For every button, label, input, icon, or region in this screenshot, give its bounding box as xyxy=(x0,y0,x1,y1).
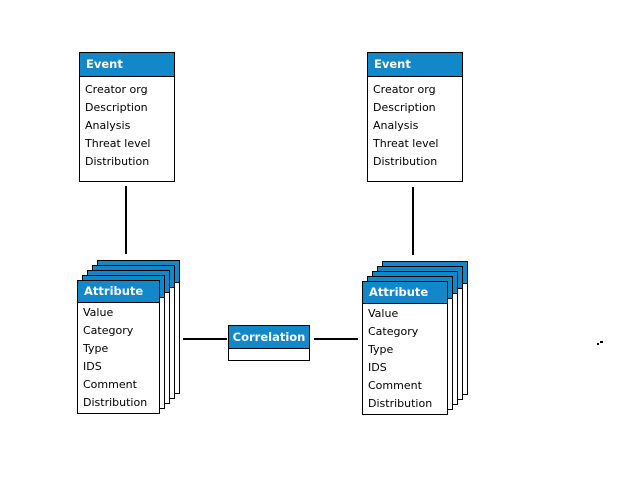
event-field: Threat level xyxy=(373,136,439,150)
attribute-card-left: Attribute Value Category Type IDS Commen… xyxy=(77,280,160,414)
connector-attribute-correlation-left xyxy=(183,338,227,340)
event-entity-right: Event Creator org Description Analysis T… xyxy=(367,52,463,182)
attribute-field: Value xyxy=(83,305,114,319)
attribute-field: Type xyxy=(368,342,394,356)
attribute-field: Value xyxy=(368,306,399,320)
connector-event-attribute-right xyxy=(412,187,414,255)
correlation-title: Correlation xyxy=(232,329,306,344)
attribute-right-body: Value Category Type IDS Comment Distribu… xyxy=(363,304,447,413)
attribute-field: Distribution xyxy=(368,396,433,410)
event-field: Analysis xyxy=(85,118,131,132)
event-field: Description xyxy=(373,100,436,114)
event-field: Description xyxy=(85,100,148,114)
attribute-left-header: Attribute xyxy=(78,281,159,303)
attribute-field: Comment xyxy=(368,378,422,392)
event-right-body: Creator org Description Analysis Threat … xyxy=(368,77,462,171)
attribute-field: Category xyxy=(368,324,419,338)
attribute-field: Category xyxy=(83,323,134,337)
attribute-left-body: Value Category Type IDS Comment Distribu… xyxy=(78,303,159,412)
attribute-right-title: Attribute xyxy=(369,285,429,300)
attribute-right-header: Attribute xyxy=(363,282,447,304)
event-right-header: Event xyxy=(368,53,462,77)
attribute-field: Distribution xyxy=(83,395,148,409)
event-field: Distribution xyxy=(85,154,150,168)
event-left-header: Event xyxy=(80,53,174,77)
attribute-left-title: Attribute xyxy=(84,284,144,299)
correlation-box: Correlation xyxy=(228,325,310,361)
attribute-field: Type xyxy=(83,341,109,355)
event-left-title: Event xyxy=(86,57,123,72)
event-field: Creator org xyxy=(373,82,436,96)
connector-attribute-correlation-right xyxy=(314,338,358,340)
event-entity-left: Event Creator org Description Analysis T… xyxy=(79,52,175,182)
attribute-card-right: Attribute Value Category Type IDS Commen… xyxy=(362,281,448,415)
correlation-body xyxy=(229,349,309,360)
attribute-field: IDS xyxy=(368,360,387,374)
event-field: Distribution xyxy=(373,154,438,168)
attribute-field: Comment xyxy=(83,377,137,391)
event-left-body: Creator org Description Analysis Threat … xyxy=(80,77,174,171)
event-right-title: Event xyxy=(374,57,411,72)
attribute-field: IDS xyxy=(83,359,102,373)
event-field: Creator org xyxy=(85,82,148,96)
event-field: Threat level xyxy=(85,136,151,150)
connector-event-attribute-left xyxy=(125,186,127,254)
correlation-header: Correlation xyxy=(229,326,309,349)
event-field: Analysis xyxy=(373,118,419,132)
